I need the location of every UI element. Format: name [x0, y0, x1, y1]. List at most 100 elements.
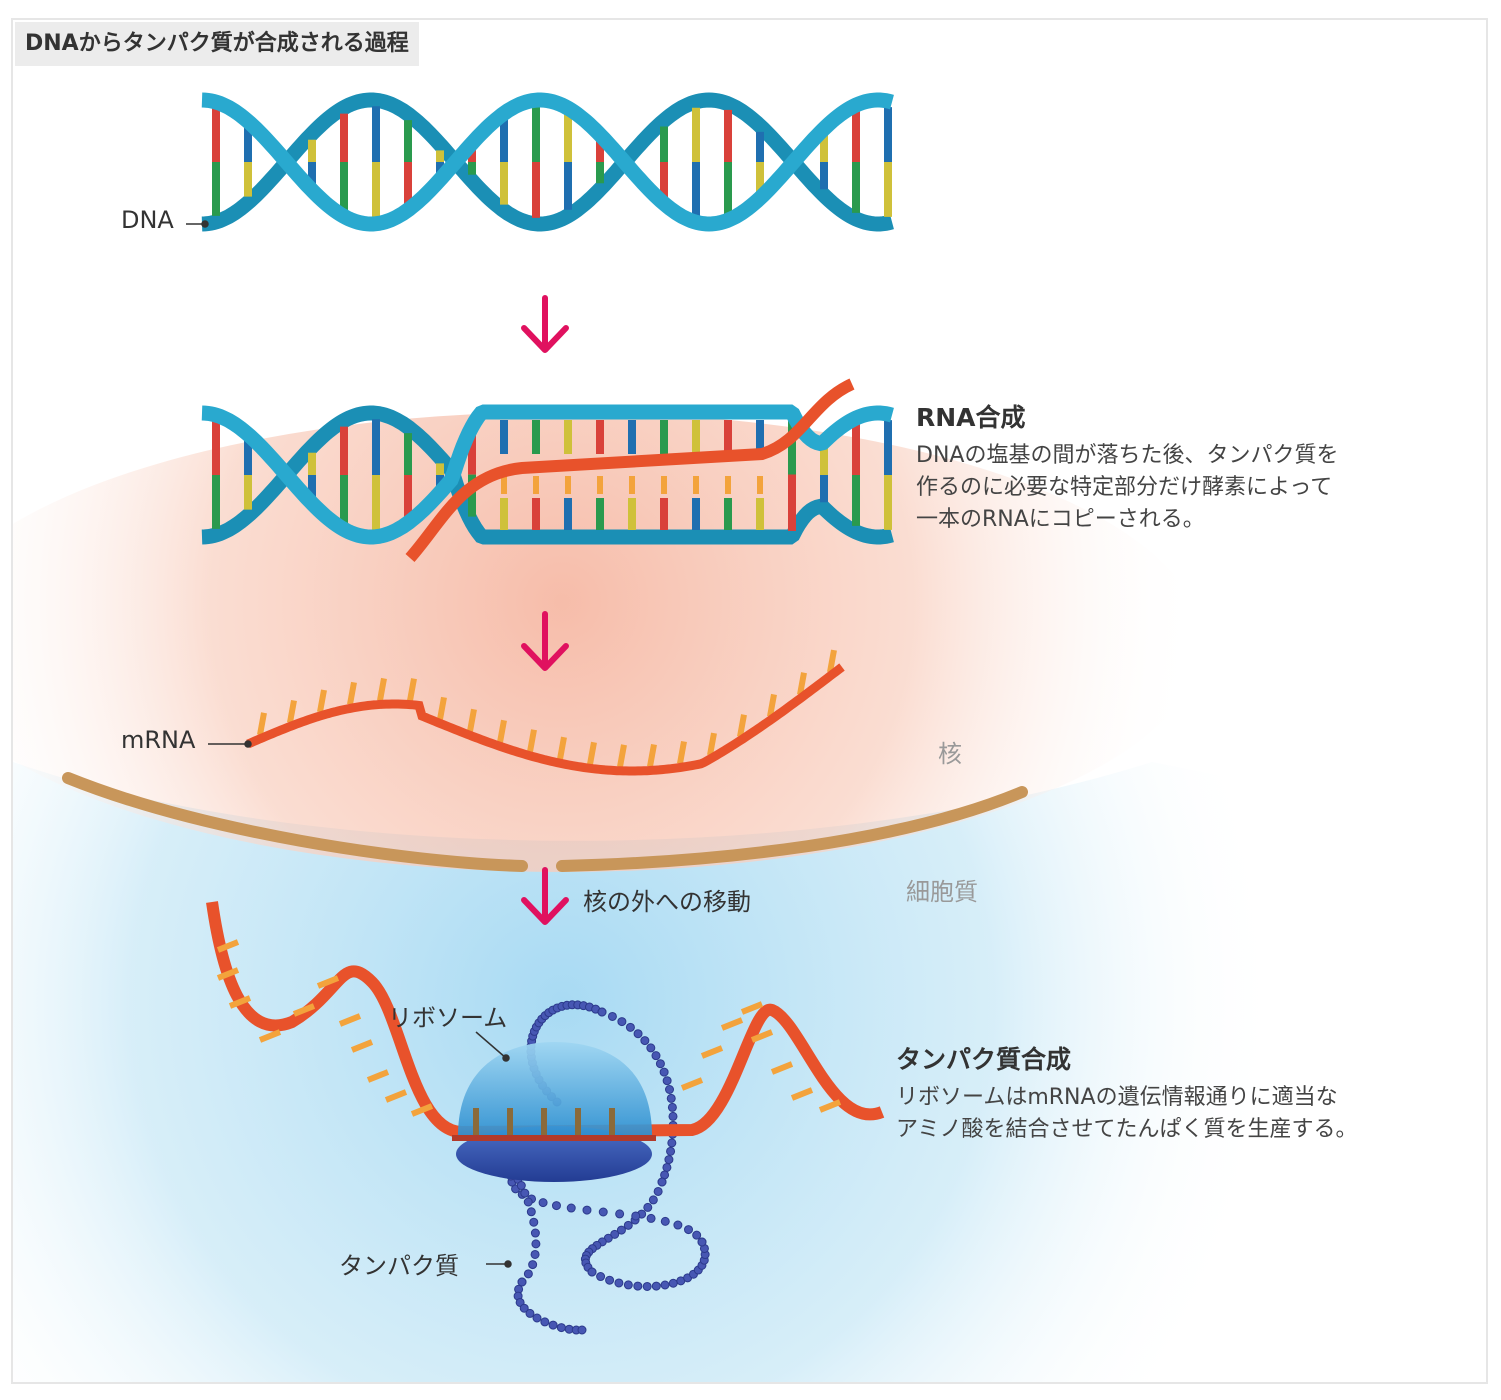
amino-acid-bead: [662, 1162, 672, 1172]
amino-acid-bead: [526, 1207, 536, 1217]
dna-strand-front: [201, 404, 894, 545]
amino-acid-bead: [528, 1260, 538, 1270]
amino-acid-bead: [530, 1228, 540, 1238]
rna-base: [437, 696, 447, 720]
rna-base: [216, 939, 240, 953]
amino-acid-bead: [597, 1007, 607, 1017]
mrna-backbone: [246, 663, 845, 776]
rna-base: [740, 1001, 764, 1015]
amino-acid-bead: [598, 1207, 608, 1217]
rna-base: [366, 1069, 390, 1083]
move-out-label: 核の外への移動: [583, 888, 751, 916]
amino-acid-bead: [607, 1011, 617, 1021]
rna-base: [347, 681, 357, 705]
rna-base: [750, 1029, 774, 1043]
rna-base: [587, 741, 597, 765]
amino-acid-bead: [662, 1076, 672, 1086]
amino-acid-bead: [657, 1177, 667, 1187]
mrna-ribbon: [206, 901, 885, 1139]
rna-base: [377, 677, 387, 701]
rna-base: [680, 1077, 704, 1091]
amino-acid-bead: [667, 1102, 677, 1112]
amino-acid-bead: [646, 1043, 656, 1053]
description-line: 作るのに必要な特定部分だけ酵素によって: [916, 475, 1333, 500]
amino-acid-bead: [659, 1067, 669, 1077]
amino-acid-bead: [551, 1201, 561, 1211]
description-line: DNAの塩基の間が落ちた後、タンパク質を: [916, 443, 1339, 468]
figure-title: DNAからタンパク質が合成される過程: [15, 22, 419, 66]
amino-acid-bead: [640, 1036, 650, 1046]
rna-base: [790, 1087, 814, 1101]
rna-base: [737, 714, 747, 738]
rna-base: [617, 744, 627, 768]
rna-base: [258, 1029, 282, 1043]
amino-acid-bead: [531, 1239, 541, 1249]
rna-base: [350, 1039, 374, 1053]
amino-acid-bead: [633, 1281, 643, 1291]
amino-acid-bead: [655, 1059, 665, 1069]
amino-acid-bead: [587, 1267, 597, 1277]
rna-base: [467, 708, 477, 732]
description-line: 一本のRNAにコピーされる。: [916, 507, 1205, 532]
amino-acid-bead: [517, 1277, 527, 1287]
nucleus-label: 核: [938, 740, 962, 768]
rna-base: [338, 1013, 362, 1027]
rna-base: [647, 743, 657, 768]
amino-acid-bead: [625, 1022, 635, 1032]
ribosome-large-subunit: [458, 1042, 652, 1136]
amino-acid-bead: [653, 1186, 663, 1196]
protein-synthesis-description: リボソームはmRNAの遺伝情報通りに適当な アミノ酸を結合させてたんぱく質を生産…: [896, 1082, 1358, 1146]
amino-acid-bead: [660, 1280, 670, 1290]
rna-base: [287, 699, 297, 724]
amino-acid-bead: [540, 1317, 550, 1327]
rna-base: [770, 1061, 794, 1075]
ribosome-leader-line: [475, 1031, 510, 1062]
amino-acid-bead: [623, 1280, 633, 1290]
arrow-down-icon: [521, 611, 569, 671]
dna-strand-back: [201, 405, 894, 545]
amino-acid-bead: [529, 1217, 539, 1227]
rna-base: [677, 740, 687, 765]
amino-acid-bead: [665, 1085, 674, 1094]
amino-acid-bead: [673, 1220, 683, 1230]
amino-acid-bead: [548, 1320, 558, 1330]
rna-base: [818, 1099, 842, 1113]
amino-acid-bead: [556, 1323, 566, 1333]
amino-acid-bead: [666, 1146, 676, 1156]
amino-acid-bead: [615, 1209, 625, 1219]
amino-acid-bead: [617, 1017, 627, 1027]
amino-acid-bead: [582, 1205, 592, 1215]
dna-strand-back: [201, 92, 894, 232]
amino-acid-bead: [667, 1138, 677, 1148]
rna-base: [384, 1089, 408, 1103]
amino-acid-bead: [664, 1155, 674, 1165]
protein-synthesis-heading: タンパク質合成: [896, 1045, 1072, 1074]
description-line: アミノ酸を結合させてたんぱく質を生産する。: [896, 1117, 1358, 1142]
amino-acid-bead: [666, 1093, 676, 1103]
rna-base: [527, 729, 537, 753]
rna-base: [700, 1045, 724, 1059]
amino-acid-bead: [646, 1213, 656, 1223]
amino-acid-bead: [648, 1195, 658, 1205]
rna-base: [317, 689, 327, 713]
dna-strand-front: [201, 92, 894, 232]
rna-base: [216, 967, 240, 981]
amino-acid-bead: [651, 1051, 661, 1061]
amino-acid-bead: [538, 1198, 548, 1208]
amino-acid-bead: [697, 1237, 707, 1247]
rna-base: [827, 649, 837, 673]
amino-acid-bead: [530, 1249, 540, 1259]
arrow-down-icon: [521, 867, 569, 925]
dna-label: DNA: [121, 206, 174, 234]
rna-base: [767, 693, 777, 717]
mrna-strand: [246, 649, 845, 776]
rna-base: [407, 678, 417, 702]
mrna-label: mRNA: [121, 726, 196, 754]
description-line: リボソームはmRNAの遺伝情報通りに適当な: [896, 1085, 1338, 1110]
amino-acid-bead: [614, 1278, 624, 1288]
amino-acid-bead: [520, 1188, 530, 1198]
protein-label: タンパク質: [339, 1252, 459, 1280]
amino-acid-bead: [532, 1313, 542, 1323]
amino-acid-bead: [577, 1325, 587, 1335]
diagram-canvas: [13, 92, 1352, 1382]
